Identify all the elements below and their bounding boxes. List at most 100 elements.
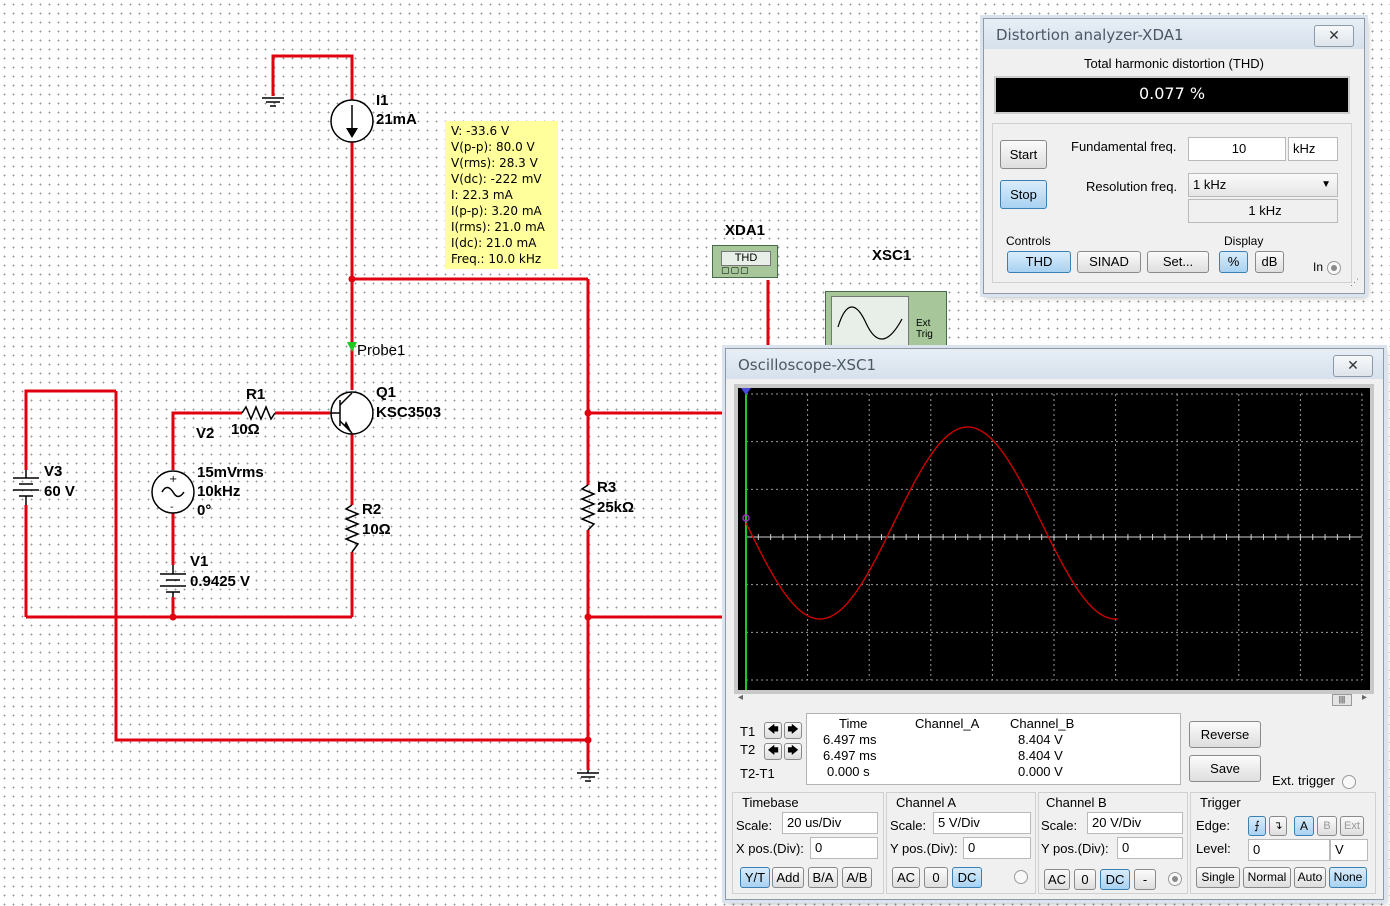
thd-button[interactable]: THD — [1007, 251, 1071, 273]
add-button[interactable]: Add — [772, 867, 804, 888]
trigger-ext-button[interactable]: Ext — [1340, 816, 1364, 836]
auto-button[interactable]: Auto — [1294, 867, 1326, 888]
timebase-scale-label: Scale: — [736, 818, 773, 833]
label-r2-ref: R2 — [362, 501, 382, 518]
xda-screen: THD — [721, 251, 771, 266]
sinad-button[interactable]: SINAD — [1077, 251, 1141, 273]
ground-symbol — [262, 97, 599, 782]
probe-line: I: 22.3 mA — [451, 188, 513, 202]
in-label: In — [1313, 260, 1324, 274]
resize-grip-icon[interactable]: ⋰ — [1350, 277, 1359, 287]
t2-left-arrow-icon[interactable]: 🡄 — [764, 743, 782, 760]
level-input[interactable]: 0 — [1248, 839, 1330, 861]
a-over-b-button[interactable]: A/B — [842, 867, 872, 888]
channel-a-scale-input[interactable]: 5 V/Div — [933, 812, 1031, 834]
close-icon[interactable]: ✕ — [1314, 25, 1354, 47]
probe-marker — [347, 342, 357, 352]
reverse-button[interactable]: Reverse — [1189, 721, 1261, 748]
channel-a-dc-button[interactable]: DC — [952, 867, 982, 888]
scroll-thumb[interactable]: ||| — [1332, 694, 1352, 706]
rising-edge-icon[interactable]: ⨍ — [1248, 816, 1266, 836]
label-r1-value: 10Ω — [231, 421, 260, 438]
chevron-down-icon: ▼ — [1321, 179, 1331, 190]
thd-display: 0.077 % — [994, 76, 1350, 114]
close-icon[interactable]: ✕ — [1333, 355, 1373, 377]
trigger-b-button[interactable]: B — [1317, 816, 1337, 836]
db-button[interactable]: dB — [1255, 251, 1284, 273]
percent-button[interactable]: % — [1219, 251, 1248, 273]
none-button[interactable]: None — [1329, 867, 1367, 888]
oscilloscope-window: Oscilloscope-XSC1 ✕ ◂ ||| ▸ T1 🡄 🡆 T2 🡄 … — [725, 348, 1384, 900]
scroll-left-icon[interactable]: ◂ — [738, 692, 744, 703]
stop-button[interactable]: Stop — [1000, 180, 1047, 209]
horizontal-scrollbar[interactable]: ◂ ||| ▸ — [736, 692, 1372, 708]
svg-text:+: + — [169, 474, 177, 485]
readout-delta-time: 0.000 s — [827, 764, 870, 779]
resolution-freq-select[interactable]: 1 kHz ▼ — [1188, 173, 1338, 197]
resolution-freq-selected: 1 kHz — [1193, 177, 1227, 192]
readout-t2-channel-b: 8.404 V — [1018, 748, 1063, 763]
channel-a-trace — [745, 426, 1119, 620]
resistor-r2 — [344, 504, 360, 553]
fundamental-freq-unit[interactable]: kHz — [1288, 137, 1338, 161]
scroll-right-icon[interactable]: ▸ — [1362, 692, 1368, 703]
channel-a-ypos-label: Y pos.(Div): — [890, 841, 958, 856]
channel-b-zero-button[interactable]: 0 — [1074, 869, 1096, 890]
t1-left-arrow-icon[interactable]: 🡄 — [764, 722, 782, 739]
ext-trigger-radio[interactable] — [1342, 775, 1356, 789]
start-button[interactable]: Start — [1000, 140, 1047, 169]
in-terminal-radio[interactable] — [1327, 261, 1341, 275]
readout-t1-time: 6.497 ms — [823, 732, 877, 747]
t2-right-arrow-icon[interactable]: 🡆 — [784, 743, 802, 760]
readout-header-channel-a: Channel_A — [915, 716, 980, 731]
yt-button[interactable]: Y/T — [740, 867, 770, 888]
channel-b-ypos-input[interactable]: 0 — [1117, 837, 1183, 859]
readout-t1-channel-b: 8.404 V — [1018, 732, 1063, 747]
channel-b-scale-input[interactable]: 20 V/Div — [1087, 812, 1183, 834]
falling-edge-icon[interactable]: ↴ — [1269, 816, 1287, 836]
channel-b-dc-button[interactable]: DC — [1100, 869, 1130, 890]
distortion-analyzer-window: Distortion analyzer-XDA1 ✕ Total harmoni… — [983, 18, 1365, 294]
label-v2-frequency: 10kHz — [197, 483, 241, 500]
timebase-scale-input[interactable]: 20 us/Div — [782, 812, 878, 834]
level-unit[interactable]: V — [1330, 839, 1368, 861]
battery-v3 — [13, 470, 39, 505]
label-v3-value: 60 V — [44, 483, 75, 500]
display-label: Display — [1224, 234, 1264, 248]
label-i1-ref: I1 — [376, 92, 389, 109]
distortion-analyzer-icon[interactable]: THD ▢▢▢ — [712, 245, 778, 278]
channel-a-ac-button[interactable]: AC — [892, 867, 920, 888]
channel-a-terminal-radio[interactable] — [1014, 870, 1028, 884]
cursor-handle-icon[interactable] — [741, 388, 751, 395]
b-over-a-button[interactable]: B/A — [808, 867, 838, 888]
save-button[interactable]: Save — [1189, 755, 1261, 782]
label-r1-ref: R1 — [246, 386, 266, 403]
resistor-r3 — [580, 484, 596, 531]
window-title: Distortion analyzer-XDA1 — [996, 26, 1184, 44]
readout-t2-time: 6.497 ms — [823, 748, 877, 763]
normal-button[interactable]: Normal — [1243, 867, 1291, 888]
wires — [24, 54, 770, 770]
label-v2-ref: V2 — [196, 425, 215, 442]
label-v1-ref: V1 — [190, 553, 209, 570]
single-button[interactable]: Single — [1196, 867, 1240, 888]
t1-label: T1 — [740, 724, 756, 739]
label-r2-value: 10Ω — [362, 521, 391, 538]
channel-b-terminal-radio[interactable] — [1168, 872, 1182, 886]
x-pos-input[interactable]: 0 — [810, 837, 878, 859]
channel-b-title: Channel B — [1046, 795, 1107, 810]
channel-a-ypos-input[interactable]: 0 — [963, 837, 1031, 859]
readout-header-time: Time — [839, 716, 868, 731]
set-button[interactable]: Set... — [1147, 251, 1209, 273]
resolution-freq-display: 1 kHz — [1188, 199, 1338, 223]
oscilloscope-icon[interactable]: Ext Trig — [825, 291, 947, 350]
fundamental-freq-input[interactable]: 10 — [1188, 137, 1286, 161]
channel-a-zero-button[interactable]: 0 — [924, 867, 948, 888]
trigger-a-button[interactable]: A — [1294, 816, 1314, 836]
resistor-r1 — [241, 405, 276, 421]
channel-b-invert-button[interactable]: - — [1134, 869, 1156, 890]
channel-b-ac-button[interactable]: AC — [1044, 869, 1070, 890]
t1-right-arrow-icon[interactable]: 🡆 — [784, 722, 802, 739]
x-pos-label: X pos.(Div): — [736, 841, 804, 856]
probe-line: I(p-p): 3.20 mA — [451, 204, 542, 218]
